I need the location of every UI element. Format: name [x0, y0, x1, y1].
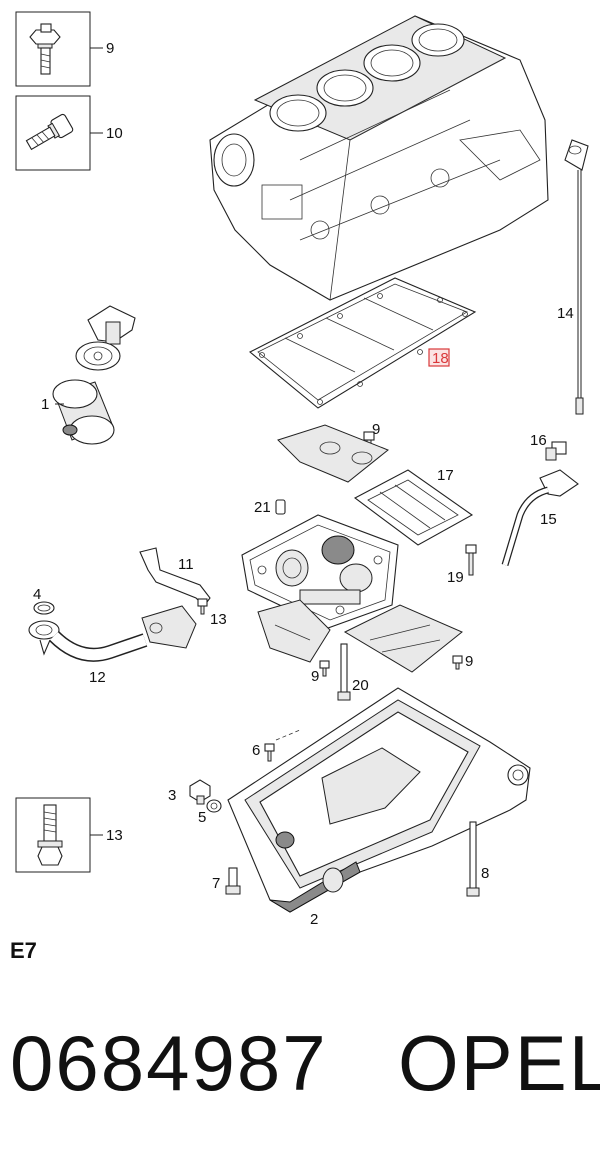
dipstick-14: 14	[557, 139, 589, 415]
callout-6: 6	[252, 742, 260, 759]
callout-20: 20	[352, 677, 369, 694]
callout-15: 15	[540, 511, 557, 528]
callout-8: 8	[481, 865, 489, 882]
bolt-19: 19	[447, 544, 477, 586]
bolt-8: 8	[466, 821, 489, 897]
pickup-screen	[141, 605, 197, 649]
callout-9-d: 9	[465, 653, 473, 670]
callout-4: 4	[33, 586, 41, 603]
oil-pan-gasket-18: 18	[249, 277, 477, 409]
baffle-plate-right	[343, 604, 463, 673]
callout-3: 3	[168, 787, 176, 804]
oil-pan-2: 2	[227, 687, 531, 928]
inset-bolt-13: 13	[15, 797, 123, 873]
callout-19: 19	[447, 569, 464, 586]
washer-5: 5	[198, 799, 222, 826]
callout-21: 21	[254, 499, 271, 516]
inset-bolt-10: 10	[15, 95, 123, 171]
bolt-16: 16	[530, 432, 567, 461]
brand-name: OPEL	[398, 1019, 600, 1107]
bolt-6: 6	[252, 729, 301, 762]
bolt-9-lower-left: 9	[311, 660, 330, 685]
callout-1: 1	[41, 396, 49, 413]
bolt-13-mid: 13	[197, 598, 227, 628]
dipstick-tube-15: 15	[501, 469, 579, 567]
callout-9: 9	[106, 40, 114, 57]
inset-bolt-9: 9	[15, 11, 114, 87]
oil-pickup-12: 12	[28, 620, 148, 686]
callout-9-b: 9	[372, 421, 380, 438]
callout-9-c: 9	[311, 668, 319, 685]
callout-14: 14	[557, 305, 574, 322]
oring-4: 4	[33, 586, 55, 615]
balance-shaft-module	[241, 514, 399, 629]
baffle-plate-upper	[277, 424, 389, 483]
bracket-11: 11	[139, 547, 211, 607]
bolt-9-lower-right: 9	[452, 653, 473, 670]
bolt-7: 7	[212, 867, 241, 895]
callout-18: 18	[432, 350, 449, 367]
oil-filter-1: 1	[41, 305, 136, 445]
section-code: E7	[10, 938, 37, 963]
callout-7: 7	[212, 875, 220, 892]
baffle-plate-left	[257, 599, 331, 663]
callout-10: 10	[106, 125, 123, 142]
callout-12: 12	[89, 669, 106, 686]
drain-plug-3: 3	[168, 779, 211, 805]
dowel-21: 21	[254, 499, 286, 516]
callout-13-b: 13	[106, 827, 123, 844]
callout-13-a: 13	[210, 611, 227, 628]
callout-11: 11	[178, 556, 194, 573]
bearing-frame-17: 17	[353, 467, 474, 546]
callout-17: 17	[437, 467, 454, 484]
part-number: 0684987	[10, 1019, 328, 1107]
callout-2: 2	[310, 911, 318, 928]
bolt-20: 20	[337, 643, 369, 701]
engine-block	[209, 15, 549, 301]
callout-5: 5	[198, 809, 206, 826]
callout-16: 16	[530, 432, 547, 449]
